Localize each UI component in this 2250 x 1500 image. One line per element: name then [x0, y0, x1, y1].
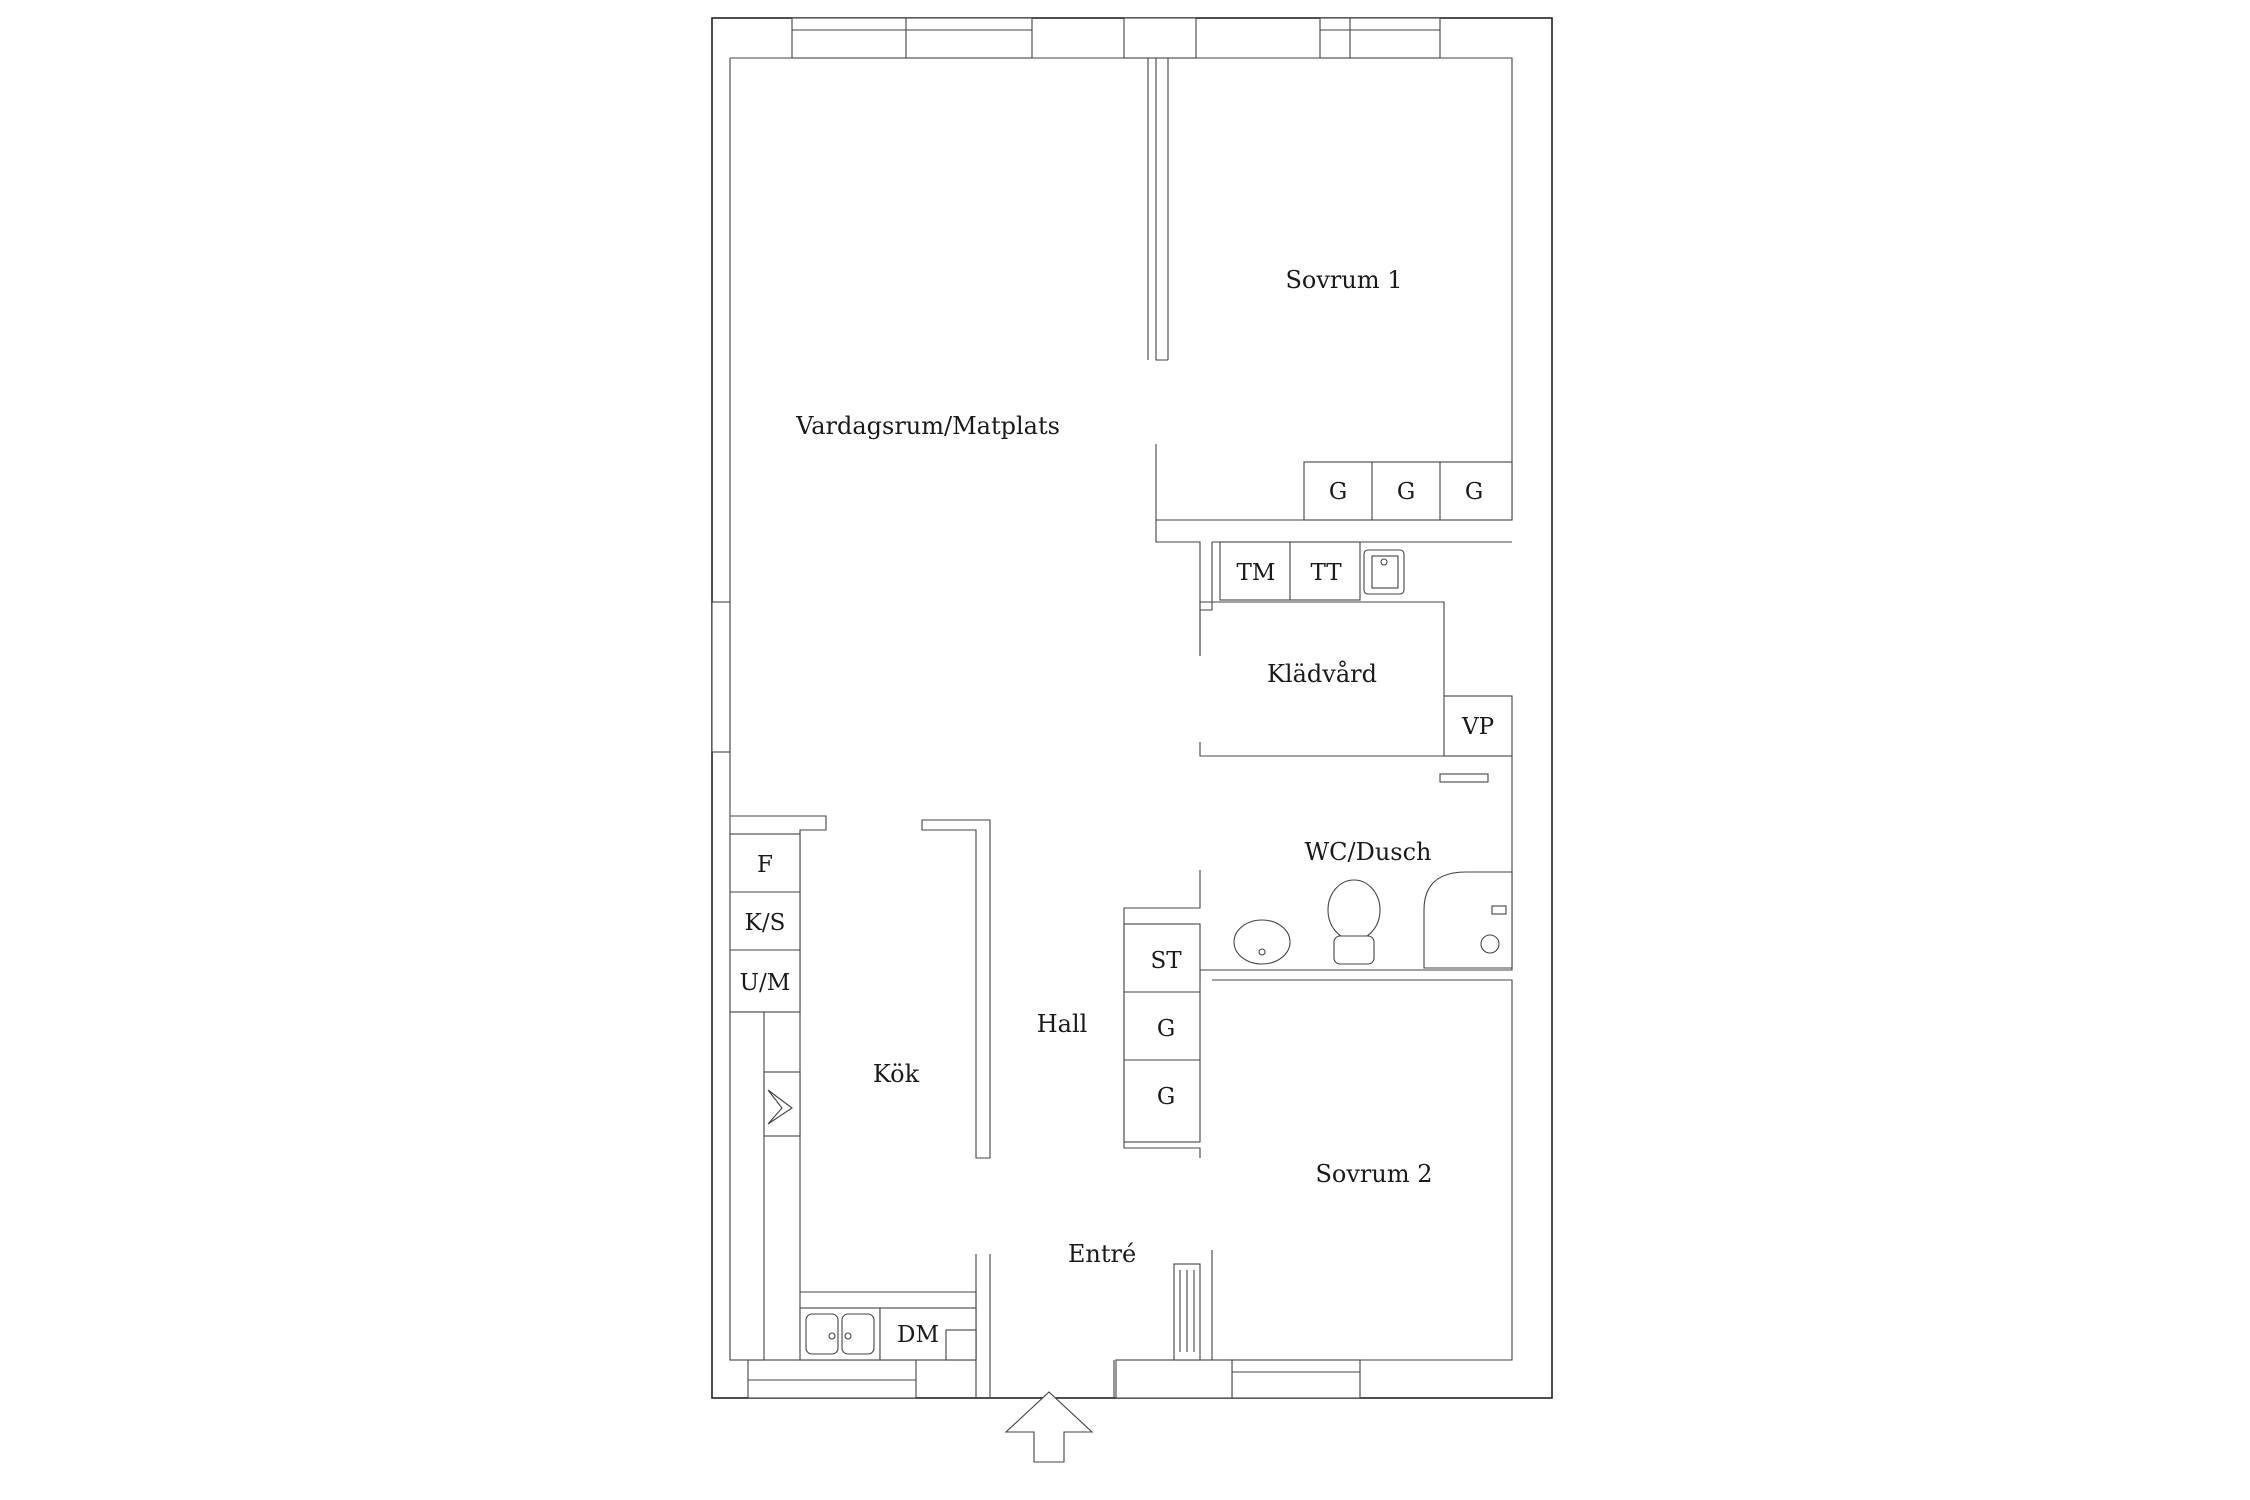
- fixture-label-oven-microwave: U/M: [740, 970, 791, 996]
- outer-walls: [711, 17, 1553, 1399]
- laundry-fixtures: [1219, 541, 1513, 757]
- fixture-label-fridge: F: [757, 852, 773, 878]
- room-label-kok: Kök: [873, 1060, 920, 1088]
- fixture-label-dishwasher: DM: [897, 1322, 939, 1348]
- room-label-vardagsrum: Vardagsrum/Matplats: [795, 412, 1060, 440]
- fixture-label-tumble-dryer: TT: [1310, 560, 1342, 586]
- fixture-label-wardrobe-s1-a: G: [1329, 479, 1347, 505]
- fixture-label-wardrobe-s1-b: G: [1397, 479, 1415, 505]
- interior-walls: [729, 58, 1513, 1398]
- fixture-label-water-heater: VP: [1461, 714, 1494, 740]
- fixture-label-washing-machine: TM: [1237, 560, 1276, 586]
- fixture-label-fridge-freezer: K/S: [745, 910, 786, 936]
- hall-storage: [1123, 923, 1201, 1361]
- room-label-sovrum2: Sovrum 2: [1315, 1160, 1432, 1188]
- room-label-kladvard: Klädvård: [1267, 659, 1377, 688]
- room-label-hall: Hall: [1037, 1010, 1088, 1038]
- entrance-arrow-icon: [1004, 1391, 1094, 1463]
- room-label-wc-dusch: WC/Dusch: [1304, 838, 1431, 866]
- fixture-label-wardrobe-s1-c: G: [1465, 479, 1483, 505]
- fixture-label-wardrobe-hall-a: G: [1157, 1016, 1175, 1042]
- windows: [711, 17, 1441, 1399]
- bathroom-fixtures: [1233, 773, 1513, 969]
- wardrobes-sovrum1: [1303, 461, 1513, 521]
- kitchen-fixtures: [729, 833, 977, 1361]
- fixture-label-linen-cabinet: ST: [1150, 948, 1182, 974]
- fixture-label-wardrobe-hall-b: G: [1157, 1084, 1175, 1110]
- room-label-sovrum1: Sovrum 1: [1285, 266, 1402, 294]
- room-label-entre: Entré: [1068, 1240, 1136, 1268]
